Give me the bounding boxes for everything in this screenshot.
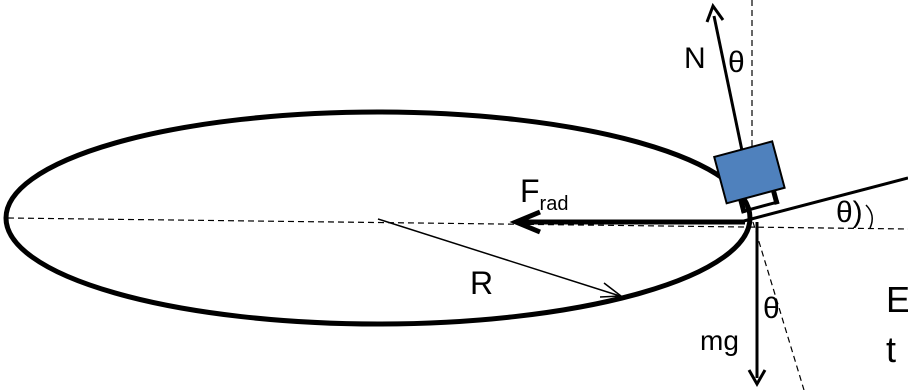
cut-off-text-line1: E xyxy=(886,279,908,320)
radial-force-arrowhead xyxy=(509,209,541,235)
car xyxy=(712,140,786,214)
circular-track xyxy=(3,109,753,327)
normal-angle-label: θ xyxy=(728,46,745,79)
radius-arrowhead xyxy=(599,282,624,298)
normal-force-arrowhead xyxy=(705,2,725,23)
weight-force-arrowhead xyxy=(747,369,767,388)
normal-force-arrow xyxy=(712,15,747,166)
radius-arrow xyxy=(377,218,621,297)
radial-force-label: Frad xyxy=(520,173,568,215)
car-body xyxy=(712,140,786,205)
car-axle xyxy=(740,200,780,214)
weight-label: mg xyxy=(700,325,739,356)
bank-angle-arc xyxy=(865,204,873,229)
cut-off-text-line2: t xyxy=(886,329,896,370)
bank-angle-label: θ) xyxy=(836,196,863,229)
radius-label: R xyxy=(470,265,493,301)
weight-angle-label: θ xyxy=(763,292,780,325)
horizontal-dashed-line xyxy=(7,217,908,230)
bank-incline-line xyxy=(739,176,908,224)
normal-force-label: N xyxy=(684,42,706,75)
